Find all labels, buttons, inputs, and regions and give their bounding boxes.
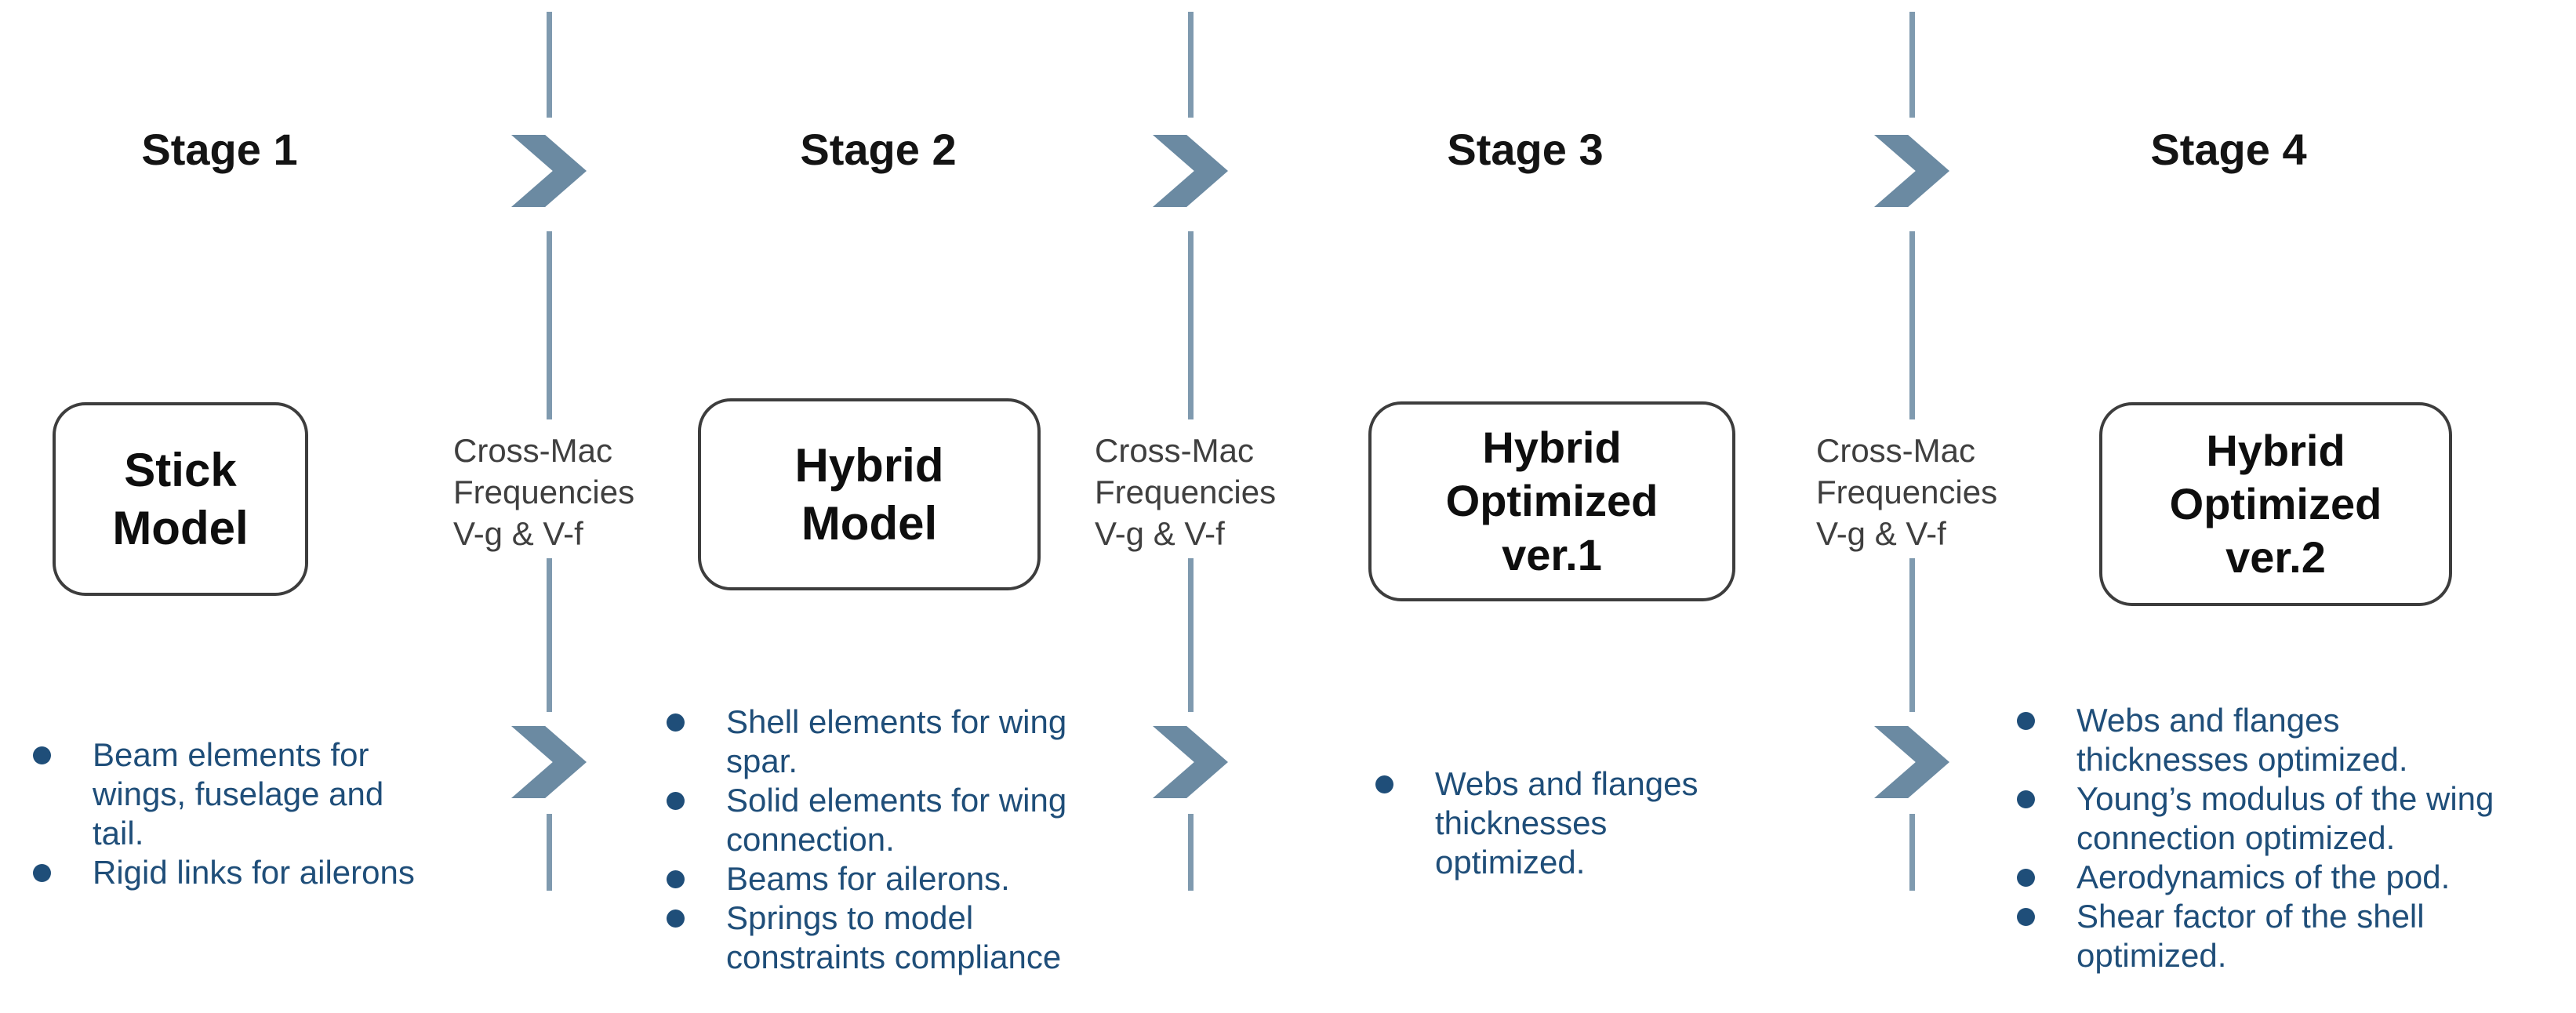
bullet-dot-icon <box>667 870 685 888</box>
bullet-text: Shear factor of the shell optimized. <box>2076 898 2425 974</box>
stage-4-model-box: Hybrid Optimized ver.2 <box>2099 402 2452 606</box>
bullet-text: Beam elements for wings, fuselage and ta… <box>93 736 384 851</box>
stage-4-bullet-list: Webs and flanges thicknesses optimized. … <box>2017 701 2563 975</box>
divider-1-label: Cross-Mac Frequencies V-g & V-f <box>453 432 635 552</box>
bullet-dot-icon <box>667 713 685 732</box>
stage-2-title: Stage 2 <box>800 125 957 174</box>
stage-1-bullet-list: Beam elements for wings, fuselage and ta… <box>33 735 469 892</box>
chevron-right-icon <box>511 135 587 207</box>
divider-3-line-top <box>1909 12 1915 118</box>
divider-2-line-mid-lower <box>1188 558 1194 712</box>
divider-2-line-mid-upper <box>1188 231 1194 419</box>
divider-1-line-bottom <box>547 814 552 891</box>
stage-3-model-box: Hybrid Optimized ver.1 <box>1368 401 1735 601</box>
bullet-item: Shell elements for wing spar. <box>667 703 1134 781</box>
bullet-text: Webs and flanges thicknesses optimized. <box>2076 702 2408 778</box>
stage-3-bullet-list: Webs and flanges thicknesses optimized. <box>1375 764 1843 882</box>
stage-3-title: Stage 3 <box>1447 125 1604 174</box>
divider-3-line-mid-upper <box>1909 231 1915 419</box>
bullet-dot-icon <box>667 792 685 810</box>
bullet-text: Shell elements for wing spar. <box>726 703 1067 779</box>
bullet-item: Rigid links for ailerons <box>33 853 469 892</box>
bullet-text: Springs to model constraints compliance <box>726 899 1062 975</box>
divider-3-line-mid-lower <box>1909 558 1915 712</box>
divider-3-line-bottom <box>1909 814 1915 891</box>
bullet-dot-icon <box>2017 712 2035 730</box>
bullet-text: Rigid links for ailerons <box>93 854 415 891</box>
chevron-right-icon <box>1153 726 1228 798</box>
bullet-text: Young’s modulus of the wing connection o… <box>2076 780 2494 856</box>
bullet-item: Webs and flanges thicknesses optimized. <box>2017 701 2563 779</box>
bullet-text: Solid elements for wing connection. <box>726 782 1067 858</box>
bullet-dot-icon <box>667 910 685 928</box>
divider-1-line-top <box>547 12 552 118</box>
divider-1-line-mid-lower <box>547 558 552 712</box>
bullet-item: Springs to model constraints compliance <box>667 899 1134 977</box>
bullet-item: Beam elements for wings, fuselage and ta… <box>33 735 469 853</box>
divider-2-label: Cross-Mac Frequencies V-g & V-f <box>1095 432 1277 552</box>
stage-4-title: Stage 4 <box>2150 125 2307 174</box>
bullet-item: Shear factor of the shell optimized. <box>2017 897 2563 975</box>
bullet-item: Young’s modulus of the wing connection o… <box>2017 779 2563 858</box>
bullet-item: Aerodynamics of the pod. <box>2017 858 2563 897</box>
divider-1-line-mid-upper <box>547 231 552 419</box>
bullet-text: Beams for ailerons. <box>726 860 1010 897</box>
bullet-dot-icon <box>2017 908 2035 926</box>
chevron-right-icon <box>1874 135 1949 207</box>
stage-1-title: Stage 1 <box>141 125 298 174</box>
bullet-dot-icon <box>1375 775 1393 793</box>
bullet-dot-icon <box>2017 869 2035 887</box>
bullet-item: Beams for ailerons. <box>667 859 1134 899</box>
bullet-item: Webs and flanges thicknesses optimized. <box>1375 764 1843 882</box>
bullet-text: Aerodynamics of the pod. <box>2076 859 2451 895</box>
bullet-dot-icon <box>33 746 51 764</box>
stage-2-bullet-list: Shell elements for wing spar. Solid elem… <box>667 703 1134 977</box>
divider-2-line-bottom <box>1188 814 1194 891</box>
divider-2-line-top <box>1188 12 1194 118</box>
divider-3-label: Cross-Mac Frequencies V-g & V-f <box>1816 432 1998 552</box>
stage-1-model-box: Stick Model <box>53 402 308 596</box>
bullet-text: Webs and flanges thicknesses optimized. <box>1435 765 1699 880</box>
chevron-right-icon <box>511 726 587 798</box>
bullet-dot-icon <box>33 864 51 882</box>
stage-2-model-box: Hybrid Model <box>698 398 1041 590</box>
chevron-right-icon <box>1153 135 1228 207</box>
bullet-item: Solid elements for wing connection. <box>667 781 1134 859</box>
chevron-right-icon <box>1874 726 1949 798</box>
bullet-dot-icon <box>2017 790 2035 808</box>
